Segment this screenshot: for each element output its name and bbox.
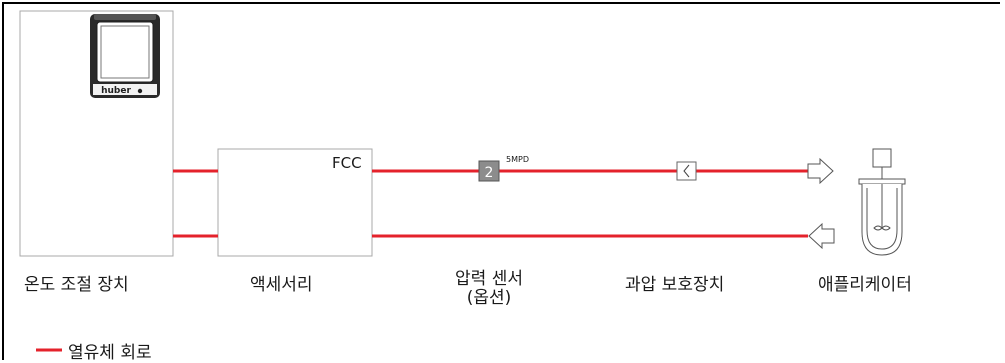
legend-label: 열유체 회로 <box>68 343 152 363</box>
pressure-sensor-icon <box>478 160 500 182</box>
label-accessory: 액세서리 <box>250 275 313 295</box>
thermostat-control-unit <box>90 14 160 98</box>
device-brand-text: huber <box>101 86 131 96</box>
pressure-sensor-code: 5MPD <box>506 155 529 164</box>
circuit-lines <box>173 169 808 238</box>
label-pressure-sensor-line2: (옵션) <box>466 288 512 308</box>
flow-out-arrow-icon <box>807 157 834 185</box>
label-pressure-sensor: 압력 센서 (옵션) <box>436 270 542 308</box>
overpressure-valve-icon <box>676 161 697 181</box>
label-application: 애플리케이터 <box>818 275 912 295</box>
pressure-sensor-number: 2 <box>485 165 494 181</box>
accessory-box <box>217 148 373 257</box>
reactor-icon <box>858 148 906 256</box>
label-thermostat: 온도 조절 장치 <box>24 275 129 295</box>
diagram-frame <box>2 2 1000 360</box>
fcc-label: FCC <box>332 154 362 172</box>
label-pressure-sensor-line1: 압력 센서 <box>455 269 523 289</box>
flow-in-arrow-icon <box>808 222 835 250</box>
label-overpressure: 과압 보호장치 <box>625 275 725 295</box>
